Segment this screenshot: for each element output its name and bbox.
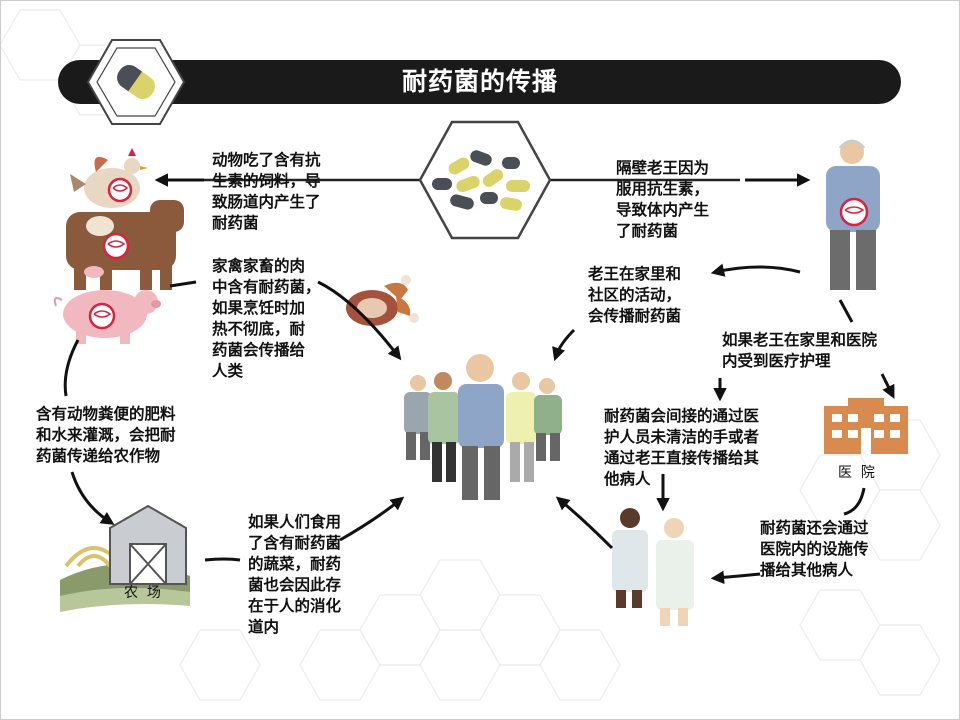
patients-figure: [612, 508, 694, 626]
text-vegetables: 如果人们食用 了含有耐药菌 的蔬菜，耐药 菌也会因此存 在于人的消化 道内: [248, 513, 342, 636]
antibiotics-hexagon-icon: [175, 120, 740, 240]
pig-icon: [53, 290, 161, 344]
title-bar: [58, 60, 901, 104]
text-indirect-spread: 耐药菌会间接的通过医 护人员未清洁的手或者 通过老王直接传播给其 他病人: [604, 407, 760, 488]
hospital-label: 医 院: [838, 465, 875, 481]
pill-badge-icon: [86, 39, 186, 125]
hospital-icon: [824, 398, 908, 454]
text-animals-feed: 动物吃了含有抗 生素的饲料，导 致肠道内产生了 耐药菌: [212, 151, 321, 232]
text-facility-spread: 耐药菌还会通过 医院内的设施传 播给其他病人: [760, 519, 869, 579]
meat-icon: [346, 275, 419, 326]
farm-barn-icon: [60, 504, 190, 612]
farm-label: 农 场: [124, 585, 161, 601]
text-neighbor-antibiotics: 隔壁老王因为 服用抗生素， 导致体内产生 了耐药菌: [616, 159, 710, 240]
text-community: 老王在家里和 社区的活动， 会传播耐药菌: [588, 265, 682, 325]
text-meat-transmission: 家禽家畜的肉 中含有耐药菌， 如果烹饪时加 热不彻底，耐 药菌会传播给 人类: [212, 257, 321, 380]
chicken-icon: [70, 148, 148, 208]
page-title: 耐药菌的传播: [401, 67, 558, 96]
people-group-figure: [404, 354, 562, 500]
neighbor-wang-figure: [826, 139, 880, 290]
text-manure-irrigation: 含有动物粪便的肥料 和水来灌溉，会把耐 药菌传递给农作物: [36, 405, 176, 465]
text-medical-care: 如果老王在家里和医院 内受到医疗护理: [722, 331, 878, 370]
cow-icon: [66, 200, 184, 290]
